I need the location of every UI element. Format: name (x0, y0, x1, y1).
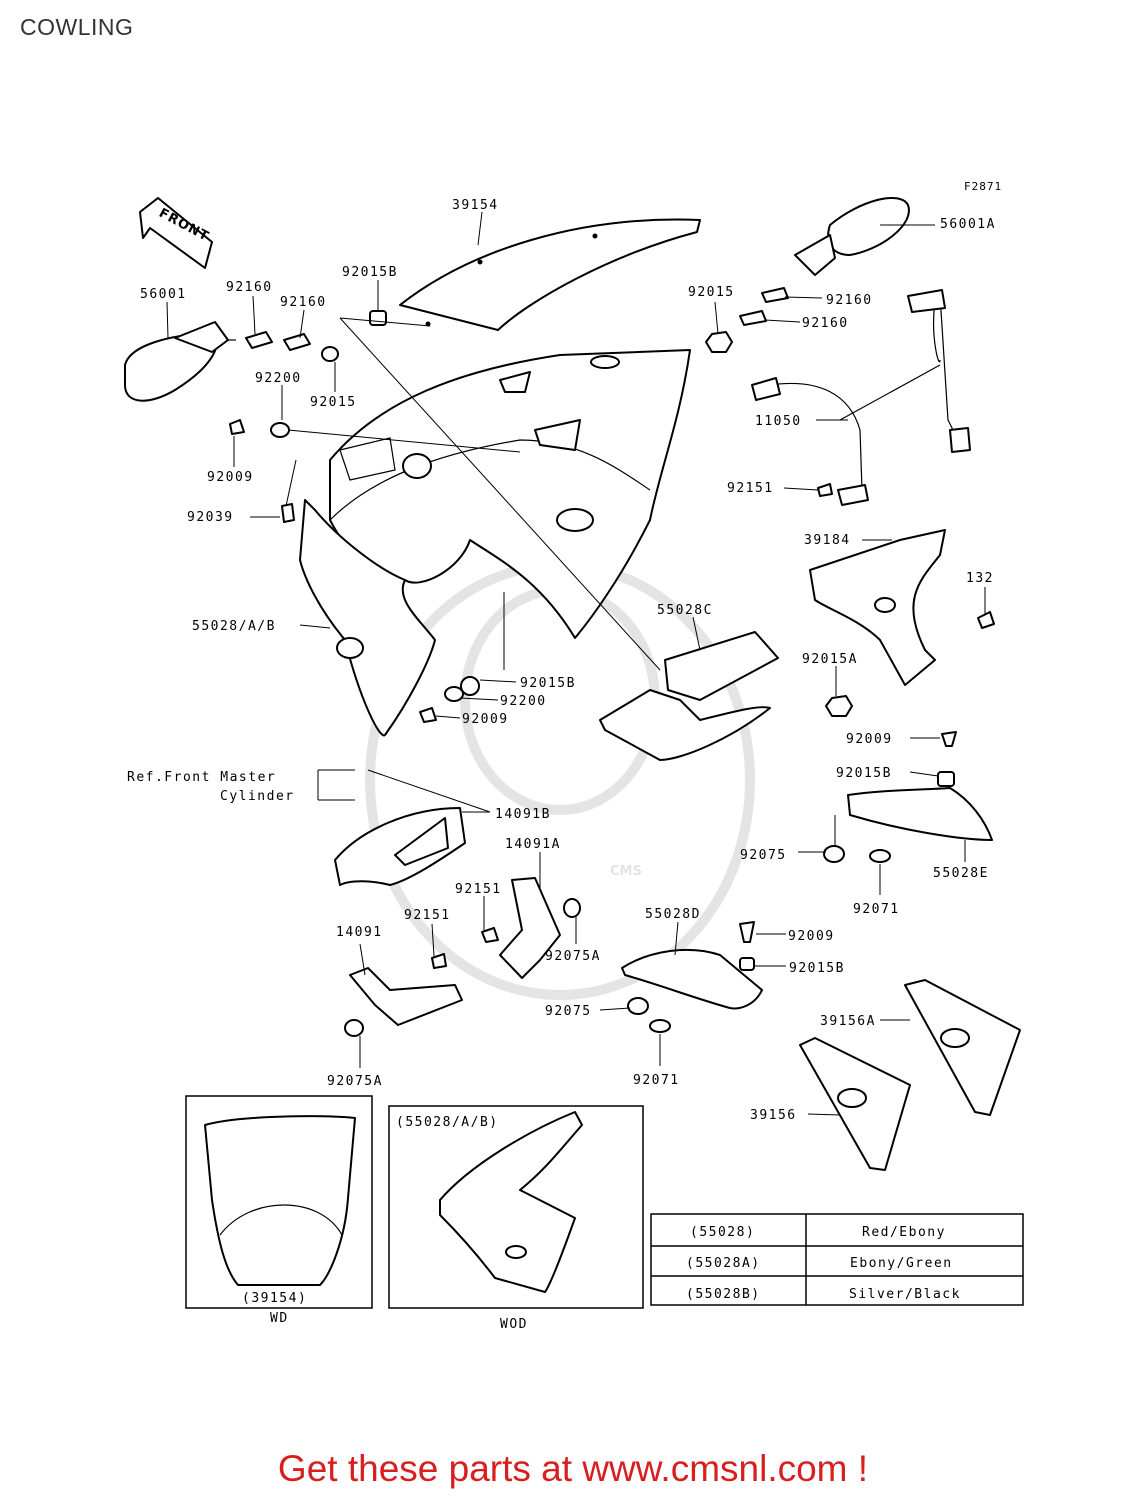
inset-wd-label: WD (270, 1311, 289, 1326)
color-table: (55028) Red/Ebony (55028A) Ebony/Green (… (650, 1213, 1024, 1306)
pad-39156 (799, 1037, 911, 1171)
page-title: COWLING (20, 14, 134, 40)
cover-14091 (349, 967, 463, 1026)
callout-92015b-a: 92015B (342, 265, 398, 280)
callout-labels: 39154 56001A 56001 92160 92160 92015B 92… (127, 198, 996, 1123)
stay-11050 (751, 289, 971, 506)
leader-lines (166, 211, 986, 1116)
callout-92015b-d: 92015B (789, 961, 845, 976)
inset-wod: (55028/A/B) WOD (388, 1105, 644, 1332)
callout-92015-a: 92015 (688, 285, 735, 300)
pad-39156a (904, 979, 1021, 1116)
callout-92075-a: 92075 (740, 848, 787, 863)
callout-92015b-b: 92015B (520, 676, 576, 691)
callout-92075a-b: 92075A (327, 1074, 383, 1089)
inset-wd: (39154) WD (185, 1095, 373, 1326)
callout-92009-a: 92009 (207, 470, 254, 485)
color-table-color-2: Ebony/Green (850, 1256, 953, 1271)
callout-92160-b: 92160 (280, 295, 327, 310)
callout-92071-a: 92071 (853, 902, 900, 917)
mirror-56001a (794, 196, 910, 276)
callout-92160-d: 92160 (802, 316, 849, 331)
callout-ref-front-master: Ref.Front Master (127, 770, 276, 785)
callout-14091b: 14091B (495, 807, 551, 822)
color-table-part-3: (55028B) (686, 1287, 761, 1302)
bracket-39184 (809, 529, 946, 686)
windscreen-39154 (399, 218, 701, 331)
callout-92151-c: 92151 (404, 908, 451, 923)
figure-code: F2871 (964, 180, 1002, 193)
color-table-color-3: Silver/Black (849, 1287, 961, 1302)
callout-14091: 14091 (336, 925, 383, 940)
callout-92075-b: 92075 (545, 1004, 592, 1019)
callout-92200-a: 92200 (255, 371, 302, 386)
color-table-part-1: (55028) (690, 1225, 755, 1240)
parts-diagram: CMS FRONT F2871 (124, 180, 1024, 1332)
watermark-text: CMS (610, 864, 642, 879)
inner-cover-55028c (599, 631, 779, 761)
callout-92015-b: 92015 (310, 395, 357, 410)
front-arrow-icon: FRONT (139, 197, 213, 269)
inset-wd-caption: (39154) (242, 1291, 307, 1306)
callout-92015a: 92015A (802, 652, 858, 667)
callout-55028ab: 55028/A/B (192, 619, 276, 634)
callout-55028e: 55028E (933, 866, 989, 881)
callout-92075a-a: 92075A (545, 949, 601, 964)
promo-link[interactable]: Get these parts at www.cmsnl.com ! (277, 1448, 869, 1489)
callout-39156a: 39156A (820, 1014, 876, 1029)
upper-cowling-55028 (299, 349, 691, 737)
callout-56001: 56001 (140, 287, 187, 302)
callout-92151-b: 92151 (455, 882, 502, 897)
callout-92039: 92039 (187, 510, 234, 525)
inset-wod-caption: (55028/A/B) (396, 1115, 499, 1130)
callout-ref-cylinder: Cylinder (220, 789, 295, 804)
lower-cover-55028e (847, 787, 993, 841)
callout-92009-b: 92009 (462, 712, 509, 727)
callout-92160-c: 92160 (826, 293, 873, 308)
cover-14091b (334, 807, 466, 886)
callout-92009-c: 92009 (846, 732, 893, 747)
callout-92200-b: 92200 (500, 694, 547, 709)
color-table-part-2: (55028A) (686, 1256, 761, 1271)
callout-55028c: 55028C (657, 603, 713, 618)
lower-cover-55028d (621, 948, 763, 1010)
mirror-56001 (124, 321, 236, 402)
callout-132: 132 (966, 571, 994, 586)
callout-92015b-c: 92015B (836, 766, 892, 781)
color-table-color-1: Red/Ebony (862, 1225, 946, 1240)
callout-39154: 39154 (452, 198, 499, 213)
callout-55028d: 55028D (645, 907, 701, 922)
callout-11050: 11050 (755, 414, 802, 429)
callout-92009-d: 92009 (788, 929, 835, 944)
callout-39156: 39156 (750, 1108, 797, 1123)
callout-39184: 39184 (804, 533, 851, 548)
inset-wod-label: WOD (500, 1317, 528, 1332)
callout-92151-a: 92151 (727, 481, 774, 496)
cover-14091a (499, 877, 561, 979)
callout-92160-a: 92160 (226, 280, 273, 295)
callout-14091a: 14091A (505, 837, 561, 852)
callout-92071-b: 92071 (633, 1073, 680, 1088)
callout-56001a: 56001A (940, 217, 996, 232)
